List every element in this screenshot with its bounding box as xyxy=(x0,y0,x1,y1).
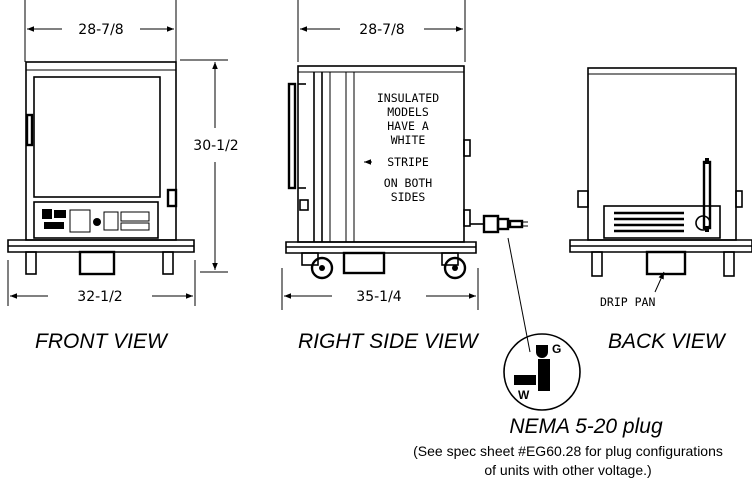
plug-spec-line-2: of units with other voltage.) xyxy=(484,462,651,478)
plug-spec-line-1: (See spec sheet #EG60.28 for plug config… xyxy=(413,443,723,459)
front-view-drawing xyxy=(7,0,228,306)
svg-text:MODELS: MODELS xyxy=(387,105,429,119)
drip-pan-label: DRIP PAN xyxy=(600,295,655,309)
svg-text:SIDES: SIDES xyxy=(391,190,426,204)
back-view-drawing xyxy=(569,67,752,293)
side-view-label: RIGHT SIDE VIEW xyxy=(298,330,480,353)
side-width-dimension: 28-7/8 xyxy=(359,22,404,38)
svg-text:STRIPE: STRIPE xyxy=(387,155,429,169)
plug-neutral-label: W xyxy=(518,388,530,402)
nema-plug-drawing: G W xyxy=(503,333,581,411)
svg-text:WHITE: WHITE xyxy=(391,133,426,147)
svg-text:ON BOTH: ON BOTH xyxy=(384,176,433,190)
front-view-label: FRONT VIEW xyxy=(35,330,169,353)
plug-title: NEMA 5-20 plug xyxy=(509,415,663,438)
back-view-label: BACK VIEW xyxy=(608,330,727,353)
front-width-dimension: 28-7/8 xyxy=(78,22,123,38)
insulation-note: INSULATED MODELS HAVE A WHITE STRIPE ON … xyxy=(377,91,439,204)
plug-ground-label: G xyxy=(552,342,561,356)
svg-text:HAVE A: HAVE A xyxy=(387,119,429,133)
svg-text:INSULATED: INSULATED xyxy=(377,91,439,105)
side-depth-dimension: 35-1/4 xyxy=(356,289,401,305)
side-view-drawing xyxy=(281,0,531,353)
height-dimension: 30-1/2 xyxy=(193,138,238,154)
front-overall-dimension: 32-1/2 xyxy=(77,289,122,305)
